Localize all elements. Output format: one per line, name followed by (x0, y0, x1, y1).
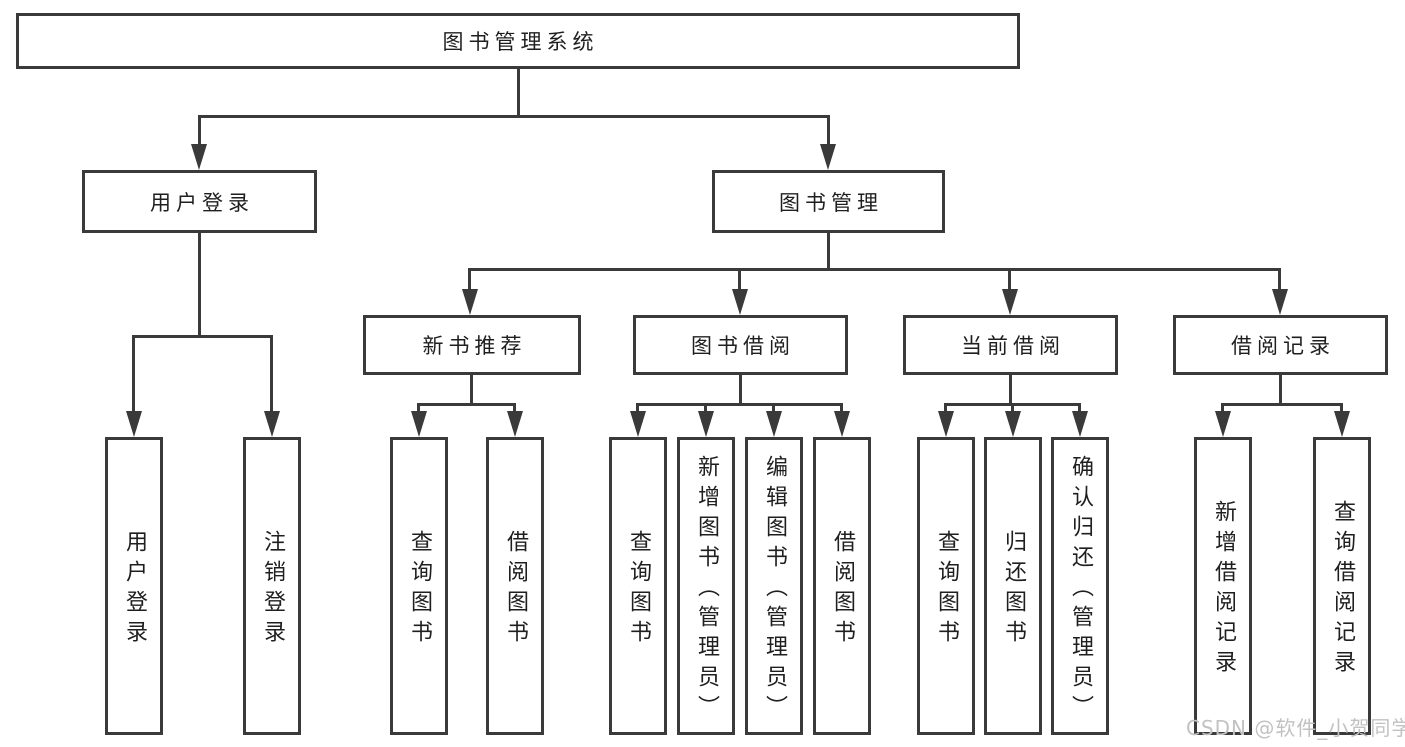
connector-line (517, 69, 520, 117)
leaf-query-borrowing-record: 查询借阅记录 (1313, 437, 1371, 735)
node-label: 用户登录 (150, 190, 254, 215)
arrowhead-down-icon (1002, 289, 1018, 315)
connector-line (132, 335, 135, 415)
arrowhead-down-icon (698, 411, 714, 437)
connector-line (198, 115, 830, 118)
arrowhead-down-icon (1272, 289, 1288, 315)
node-label: 图书借阅 (691, 334, 795, 358)
leaf-return-books: 归还图书 (984, 437, 1042, 735)
node-label: 确认归还（管理员） (1068, 455, 1093, 725)
connector-line (1278, 268, 1281, 294)
node-label: 用户登录 (122, 530, 147, 650)
node-book-management: 图书管理 (712, 170, 945, 233)
arrowhead-down-icon (191, 144, 207, 170)
node-book-borrowing: 图书借阅 (633, 315, 848, 375)
connector-line (738, 268, 741, 294)
leaf-user-login: 用户登录 (105, 437, 163, 735)
connector-line (827, 115, 830, 147)
connector-line (840, 403, 843, 415)
node-label: 新增图书（管理员） (694, 455, 719, 725)
connector-line (417, 403, 516, 406)
connector-line (944, 403, 1081, 406)
arrowhead-down-icon (507, 411, 523, 437)
node-label: 归还图书 (1001, 530, 1026, 650)
node-borrowing-records: 借阅记录 (1173, 315, 1388, 375)
node-label: 注销登录 (260, 530, 285, 650)
arrowhead-down-icon (126, 411, 142, 437)
connector-line (132, 335, 273, 338)
node-label: 图书管理 (779, 190, 883, 215)
csdn-watermark: CSDN @软件_小贺同学 (1186, 716, 1405, 740)
leaf-query-books: 查询图书 (390, 437, 448, 735)
arrowhead-down-icon (630, 411, 646, 437)
connector-line (417, 403, 420, 415)
connector-line (944, 403, 947, 415)
connector-line (270, 335, 273, 415)
leaf-confirm-return-admin: 确认归还（管理员） (1051, 437, 1109, 735)
connector-line (1009, 375, 1012, 406)
node-current-borrowing: 当前借阅 (903, 315, 1118, 375)
arrowhead-down-icon (1215, 411, 1231, 437)
arrowhead-down-icon (732, 289, 748, 315)
connector-line (1340, 403, 1343, 415)
arrowhead-down-icon (820, 144, 836, 170)
leaf-borrow-books: 借阅图书 (486, 437, 544, 735)
connector-line (1078, 403, 1081, 415)
leaf-query-books: 查询图书 (917, 437, 975, 735)
connector-line (198, 232, 201, 337)
arrowhead-down-icon (1005, 411, 1021, 437)
leaf-logout-login: 注销登录 (243, 437, 301, 735)
node-label: 借阅图书 (830, 530, 855, 650)
connector-line (470, 375, 473, 406)
node-user-login: 用户登录 (82, 170, 317, 233)
arrowhead-down-icon (1072, 411, 1088, 437)
node-label: 新增借阅记录 (1211, 500, 1236, 680)
node-library-management-system: 图书管理系统 (16, 13, 1020, 69)
arrowhead-down-icon (834, 411, 850, 437)
connector-line (1221, 403, 1224, 415)
node-label: 编辑图书（管理员） (762, 455, 787, 725)
node-label: 新书推荐 (422, 334, 527, 358)
node-label: 当前借阅 (961, 334, 1065, 358)
node-new-book-recommendation: 新书推荐 (363, 315, 581, 375)
leaf-edit-books-admin: 编辑图书（管理员） (745, 437, 803, 735)
connector-line (1279, 375, 1282, 406)
arrowhead-down-icon (1334, 411, 1350, 437)
arrowhead-down-icon (938, 411, 954, 437)
connector-line (513, 403, 516, 415)
node-label: 查询图书 (407, 530, 432, 650)
connector-line (1008, 268, 1011, 294)
node-label: 查询图书 (626, 530, 651, 650)
connector-line (1011, 403, 1014, 415)
connector-line (704, 403, 707, 415)
node-label: 图书管理系统 (442, 30, 599, 54)
connector-line (636, 403, 639, 415)
connector-line (739, 375, 742, 406)
arrowhead-down-icon (462, 289, 478, 315)
leaf-query-books: 查询图书 (609, 437, 667, 735)
connector-line (827, 232, 830, 270)
connector-line (772, 403, 775, 415)
node-label: 借阅图书 (503, 530, 528, 650)
connector-line (468, 268, 471, 294)
connector-line (198, 115, 201, 147)
connector-line (1221, 403, 1343, 406)
connector-line (636, 403, 843, 406)
connector-line (468, 268, 1281, 271)
arrowhead-down-icon (766, 411, 782, 437)
node-label: 借阅记录 (1231, 334, 1335, 358)
leaf-borrow-books: 借阅图书 (813, 437, 871, 735)
leaf-add-borrowing-record: 新增借阅记录 (1194, 437, 1252, 735)
node-label: 查询图书 (934, 530, 959, 650)
arrowhead-down-icon (411, 411, 427, 437)
arrowhead-down-icon (264, 411, 280, 437)
leaf-add-books-admin: 新增图书（管理员） (677, 437, 735, 735)
node-label: 查询借阅记录 (1330, 500, 1355, 680)
